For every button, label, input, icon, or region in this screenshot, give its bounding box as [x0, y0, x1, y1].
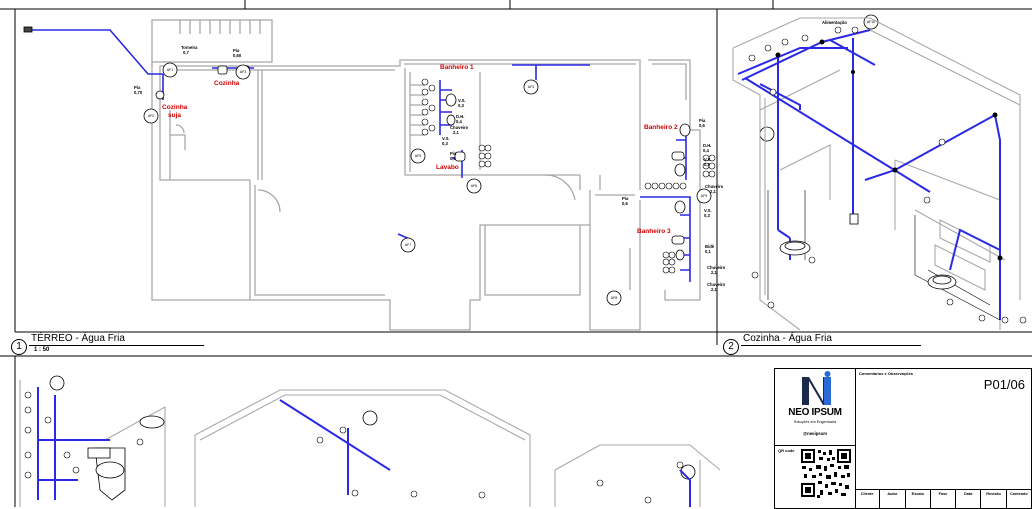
company-handle: @neoipsum	[803, 431, 827, 436]
fixture-alimentacao: Alimentação	[822, 20, 847, 25]
view-title-2: Cozinha - Água Fria	[743, 333, 832, 344]
fixture-vs-4: V.S.	[704, 208, 712, 213]
fixture-chuveiro-1-val: 2,1	[453, 130, 459, 135]
fixture-vs-3: V.S.	[704, 157, 712, 162]
fixture-chuveiro-2-val: 2,1	[710, 189, 716, 194]
tag-af8: AF8	[611, 296, 617, 300]
fixture-pia-b-val: 0,70	[134, 90, 143, 95]
fixture-pia-b3: Pia	[622, 196, 629, 201]
tag-af7: AF7	[405, 243, 411, 247]
tag-af2: AF2	[148, 114, 154, 118]
view-number-2: 2	[723, 339, 739, 355]
view-title-1: TÉRREO - Água Fria	[31, 333, 125, 344]
tag-af4: AF4	[528, 85, 534, 89]
fixture-vs-2-val: 0,3	[442, 141, 448, 146]
qr-label: QR code	[778, 448, 795, 453]
pipe-tag-bubbles	[49, 14, 879, 480]
valve-markers	[421, 78, 716, 274]
company-logo-icon	[802, 371, 831, 405]
fixture-dh-1: D.H.	[456, 114, 465, 119]
fixture-torneira: Torneira	[181, 45, 198, 50]
fixture-pia-b: Pia	[134, 85, 141, 90]
bottom-iso-walls	[19, 380, 721, 507]
fixture-chuveiro-4: Chuveiro	[707, 282, 726, 287]
tag-af6: AF6	[471, 184, 477, 188]
view-title-underline-2	[741, 345, 921, 346]
fixture-pia-a: Pia	[233, 48, 240, 53]
fixture-bide-val: 0,1	[705, 249, 711, 254]
view-scale-1: 1 : 50	[34, 347, 50, 353]
column-data: Data	[956, 490, 982, 509]
room-label-banheiro-2: Banheiro 2	[644, 124, 678, 131]
fixture-chuveiro-1: Chuveiro	[450, 125, 469, 130]
isometric-dimensions	[767, 190, 1001, 321]
comments-label: Comentários e Observações	[859, 371, 914, 376]
fixture-vs-2: V.S.	[442, 136, 450, 141]
column-conteudo: Conteúdo	[1009, 492, 1028, 496]
logo-area: NEO IPSUM Soluções em Engenharia @neoips…	[775, 369, 856, 446]
fixture-chuveiro-2: Chuveiro	[705, 184, 724, 189]
fixture-torneira-val: 0,7	[183, 50, 189, 55]
qr-code-icon	[801, 449, 851, 498]
fixture-dh-2-val: 0,4	[703, 148, 709, 153]
fixture-vs-4-val: 0,3	[704, 213, 710, 218]
fixture-pia-a-val: 0,60	[233, 53, 242, 58]
fixture-pia-lavabo: Pia	[450, 151, 457, 156]
column-autor: Autor	[880, 490, 906, 509]
column-cliente: Cliente	[855, 490, 881, 509]
fixture-chuveiro-3-val: 2,1	[711, 270, 717, 275]
fixture-chuveiro-4-val: 2,1	[711, 287, 717, 292]
isometric-valves	[748, 26, 1027, 324]
column-fase: Fase	[931, 490, 957, 509]
tag-af9: AF9	[701, 194, 707, 198]
fixture-bide: Bidê	[705, 244, 715, 249]
isometric-walls	[732, 17, 1021, 331]
isometric-pipes	[737, 29, 1001, 320]
room-label-cozinha-suja-2: suja	[168, 112, 182, 119]
column-revisao: Revisão	[981, 490, 1007, 509]
floor-plan-walls	[151, 19, 701, 331]
fixture-pia-lavabo-val: 0,6	[450, 156, 456, 161]
room-label-lavabo: Lavabo	[436, 164, 459, 171]
fixture-vs-1: V.S.	[458, 98, 466, 103]
room-label-banheiro-3: Banheiro 3	[637, 228, 671, 235]
column-escala: Escala	[906, 490, 931, 509]
fixture-pia-b2: Pia	[699, 118, 706, 123]
fixture-pia-b3-val: 0,6	[622, 201, 628, 206]
company-name: NEO IPSUM	[788, 407, 842, 418]
fixture-vs-3-val: 0,3	[704, 162, 710, 167]
tag-af3: AF3	[240, 70, 246, 74]
fixture-pia-b2-val: 0,6	[699, 123, 705, 128]
fixture-vs-1-val: 0,3	[458, 103, 464, 108]
isometric-fixtures	[779, 213, 957, 290]
sheet-number: P01/06	[983, 377, 1025, 392]
qr-area: QR code	[775, 445, 856, 508]
tag-af5: AF5	[415, 154, 421, 158]
room-label-cozinha-suja-1: Cozinha	[162, 104, 188, 111]
view-title-underline-1	[29, 345, 204, 346]
fixture-dh-2: D.H.	[703, 143, 712, 148]
room-label-cozinha: Cozinha	[214, 80, 240, 87]
tag-af10: AF10	[867, 20, 875, 24]
fixture-dh-1-val: 0,4	[456, 119, 462, 124]
bottom-iso-pipes	[37, 387, 691, 507]
bottom-iso-fixtures	[87, 415, 165, 501]
view-number-1: 1	[11, 339, 27, 355]
room-label-banheiro-1: Banheiro 1	[440, 64, 474, 71]
title-block: NEO IPSUM Soluções em Engenharia @neoips…	[774, 368, 1032, 509]
title-block-columns: Cliente Autor Escala Fase Data Revisão C…	[855, 489, 1031, 509]
company-subtitle: Soluções em Engenharia	[793, 420, 837, 424]
tag-af1: AF1	[167, 68, 173, 72]
fixture-chuveiro-3: Chuveiro	[707, 265, 726, 270]
